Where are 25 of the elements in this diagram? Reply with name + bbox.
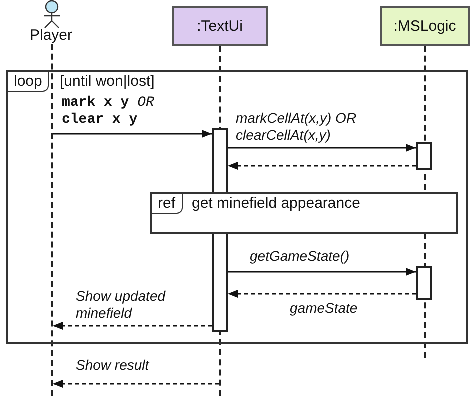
return-arrow [228,162,416,170]
edge-label: mark x y OR clear x y [62,95,156,129]
guard-condition: [until won|lost] [60,73,155,90]
edge-label: Show result [76,357,150,374]
frame-tag: ref [152,194,183,214]
loop-frame [6,70,468,344]
return-arrow [228,290,416,298]
edge-label: getGameState() [250,248,351,265]
return-arrow [53,380,219,388]
participant-box: :MSLogic [380,6,470,46]
edge-label: Show updated minefield [76,288,167,322]
ref-frame [150,192,458,234]
frame-tag: loop [8,72,50,92]
edge-label: markCellAt(x,y) OR clearCellAt(x,y) [236,110,358,144]
interaction-name: get minefield appearance [192,195,360,212]
message-arrow [53,130,212,138]
actor-name: Player [30,27,73,44]
lifeline [51,44,53,396]
message-arrow [228,268,416,276]
participant-box: :TextUi [172,6,268,46]
activation-bar [416,142,432,170]
message-arrow [228,144,416,152]
activation-bar [416,266,432,300]
edge-label: gameState [290,300,359,317]
return-arrow [53,322,212,330]
